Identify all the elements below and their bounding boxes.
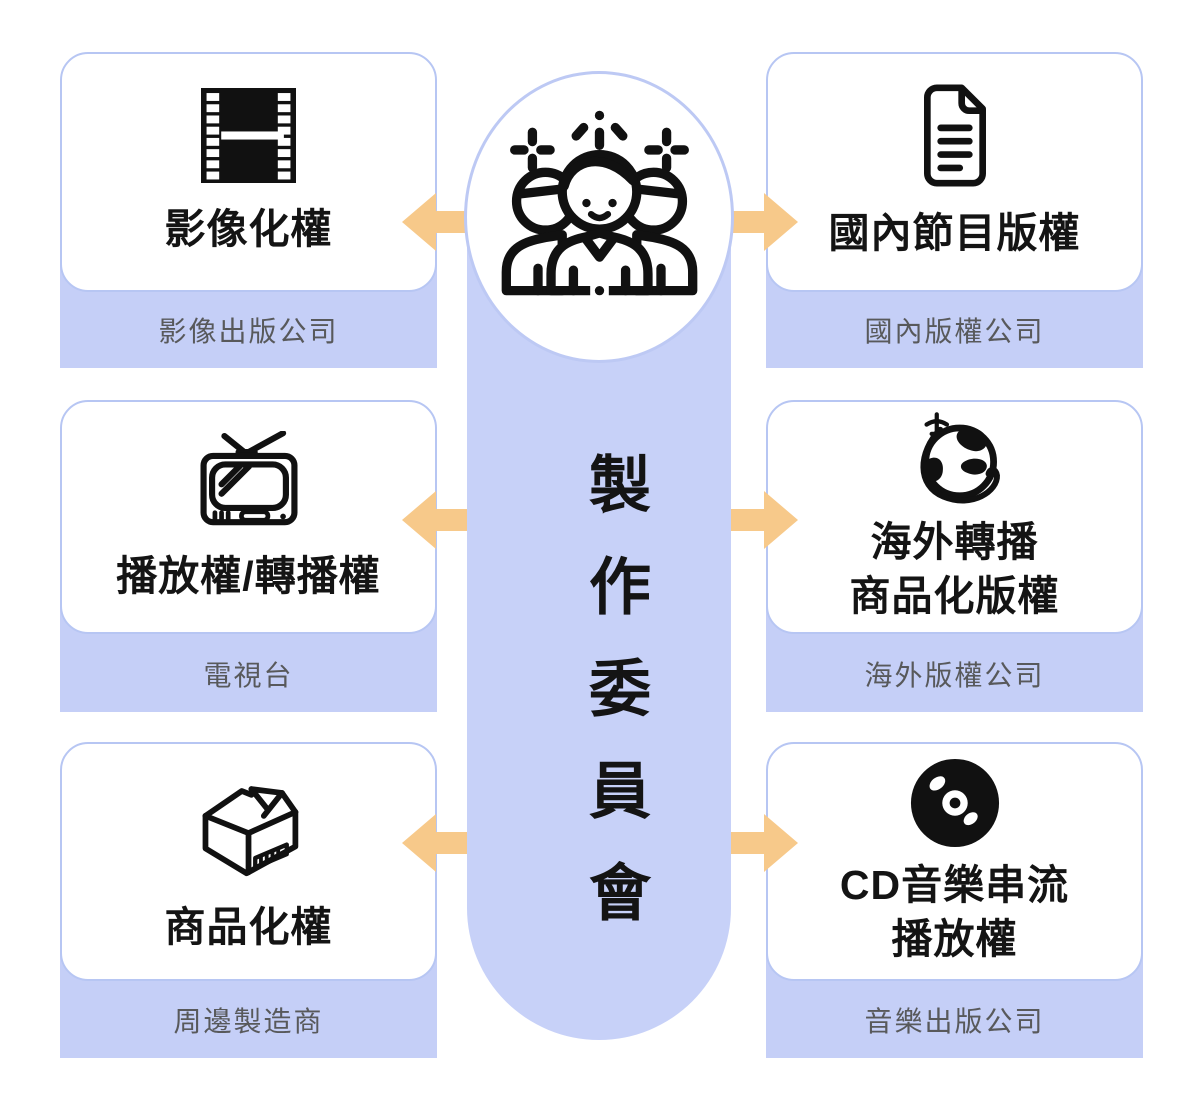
document-icon	[912, 84, 998, 187]
rights-title: 播放權/轉播權	[116, 552, 381, 599]
rights-box-merchandising: 周邊製造商 商品化權	[60, 742, 437, 1058]
cd-disc-icon	[909, 757, 1001, 849]
film-strip-icon	[201, 87, 296, 183]
committee-pill	[467, 230, 731, 1040]
rights-box-domestic-program: 國內版權公司 國內節目版權	[766, 52, 1143, 368]
footer-label: 電視台	[203, 659, 294, 691]
rights-box-video: 影像出版公司	[60, 52, 437, 368]
tv-icon	[196, 430, 302, 530]
rights-title: 影像化權	[164, 205, 333, 252]
rights-box-cd-music: 音樂出版公司 CD音樂串流播放權	[766, 742, 1143, 1058]
globe-airplane-icon	[906, 411, 1004, 506]
rights-title: 商品化權	[164, 904, 333, 951]
rights-card: 影像化權	[60, 52, 437, 292]
rights-box-overseas: 海外版權公司 海外轉播商品化版權	[766, 400, 1143, 712]
rights-card: CD音樂串流播放權	[766, 742, 1143, 981]
arrow-left-icon	[402, 491, 522, 549]
arrow-right-icon	[678, 491, 798, 549]
committee-circle	[464, 71, 734, 363]
footer-label: 影像出版公司	[158, 315, 339, 347]
rights-card: 播放權/轉播權	[60, 400, 437, 634]
rights-card: 商品化權	[60, 742, 437, 981]
rights-title: 海外轉播商品化版權	[849, 519, 1060, 619]
arrow-right-icon	[678, 193, 798, 251]
footer-label: 海外版權公司	[864, 659, 1045, 691]
arrow-left-icon	[402, 814, 522, 872]
rights-card: 海外轉播商品化版權	[766, 400, 1143, 634]
rights-card: 國內節目版權	[766, 52, 1143, 292]
arrow-right-icon	[678, 814, 798, 872]
footer-label: 周邊製造商	[173, 1005, 324, 1037]
rights-title: 國內節目版權	[828, 209, 1081, 256]
committee-title: 製作委員會	[579, 452, 648, 962]
package-box-icon	[194, 768, 304, 881]
rights-title: CD音樂串流播放權	[839, 862, 1070, 962]
arrow-left-icon	[402, 193, 522, 251]
footer-label: 國內版權公司	[864, 315, 1045, 347]
footer-label: 音樂出版公司	[864, 1005, 1045, 1037]
team-people-icon	[497, 108, 702, 327]
rights-box-broadcast: 電視台 播放權/轉播權	[60, 400, 437, 712]
